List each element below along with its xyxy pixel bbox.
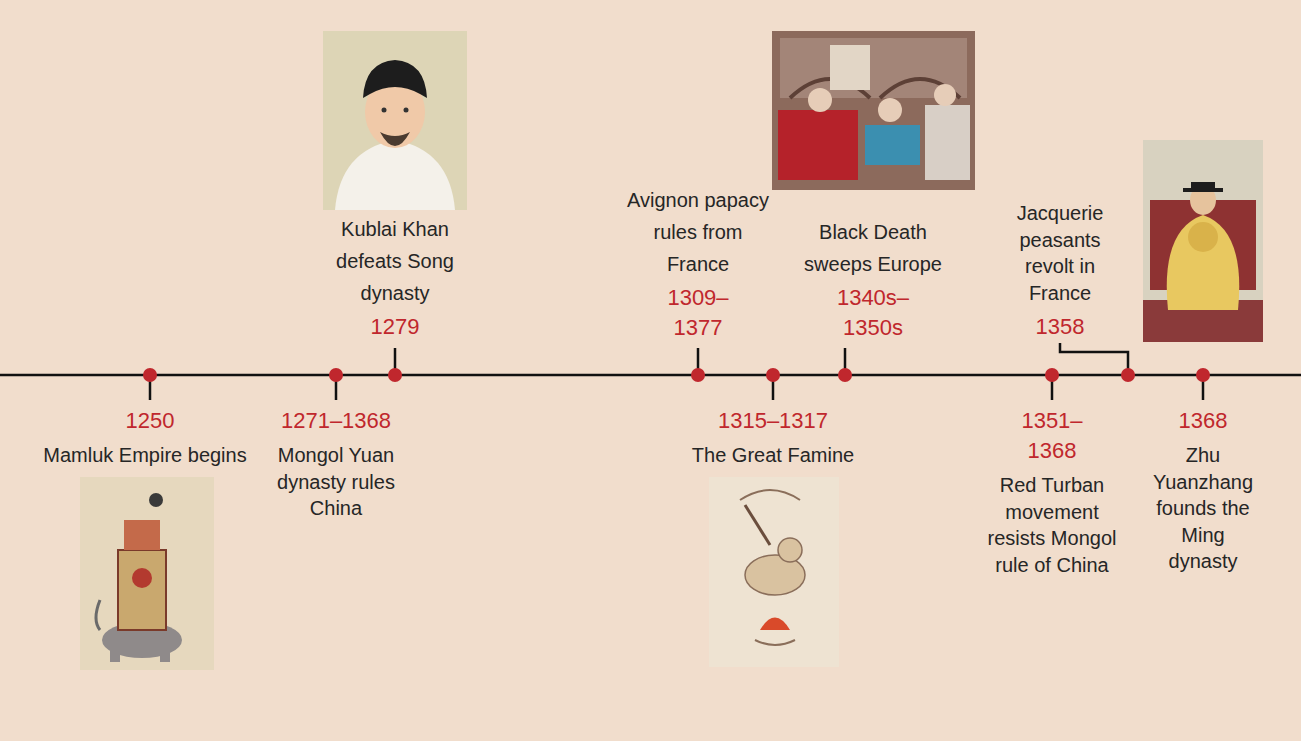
elephant-clock-illustration <box>80 477 214 670</box>
kublai-portrait <box>323 31 467 210</box>
date-label: 1368 <box>1158 406 1248 436</box>
event-label: Avignon papacy rules from France <box>623 184 773 280</box>
tick-marks <box>150 343 1203 400</box>
famine-illustration <box>709 477 839 667</box>
black-death-painting <box>772 31 975 190</box>
date-label: 1309–1377 <box>658 283 738 343</box>
event-label: Black Death sweeps Europe <box>783 216 963 280</box>
event-label: Kublai Khan defeats Song dynasty <box>320 213 470 309</box>
date-label: 1279 <box>350 312 440 342</box>
ming-emperor-portrait <box>1143 140 1263 342</box>
date-label: 1271–1368 <box>261 406 411 436</box>
event-label: Zhu Yuanzhang founds the Ming dynasty <box>1151 442 1255 575</box>
date-label: 1358 <box>1015 312 1105 342</box>
event-label: Jacquerie peasants revolt in France <box>1004 200 1116 306</box>
date-label: 1351–1368 <box>1012 406 1092 466</box>
date-label: 1250 <box>105 406 195 436</box>
date-label: 1315–1317 <box>683 406 863 436</box>
timeline-axis <box>0 374 1301 377</box>
event-label: The Great Famine <box>673 442 873 469</box>
event-label: Red Turban movement resists Mongol rule … <box>986 472 1118 578</box>
timeline-dots <box>143 368 1210 382</box>
date-label: 1340s–1350s <box>825 283 921 343</box>
event-label: Mongol Yuan dynasty rules China <box>261 442 411 522</box>
event-label: Mamluk Empire begins <box>20 442 270 469</box>
